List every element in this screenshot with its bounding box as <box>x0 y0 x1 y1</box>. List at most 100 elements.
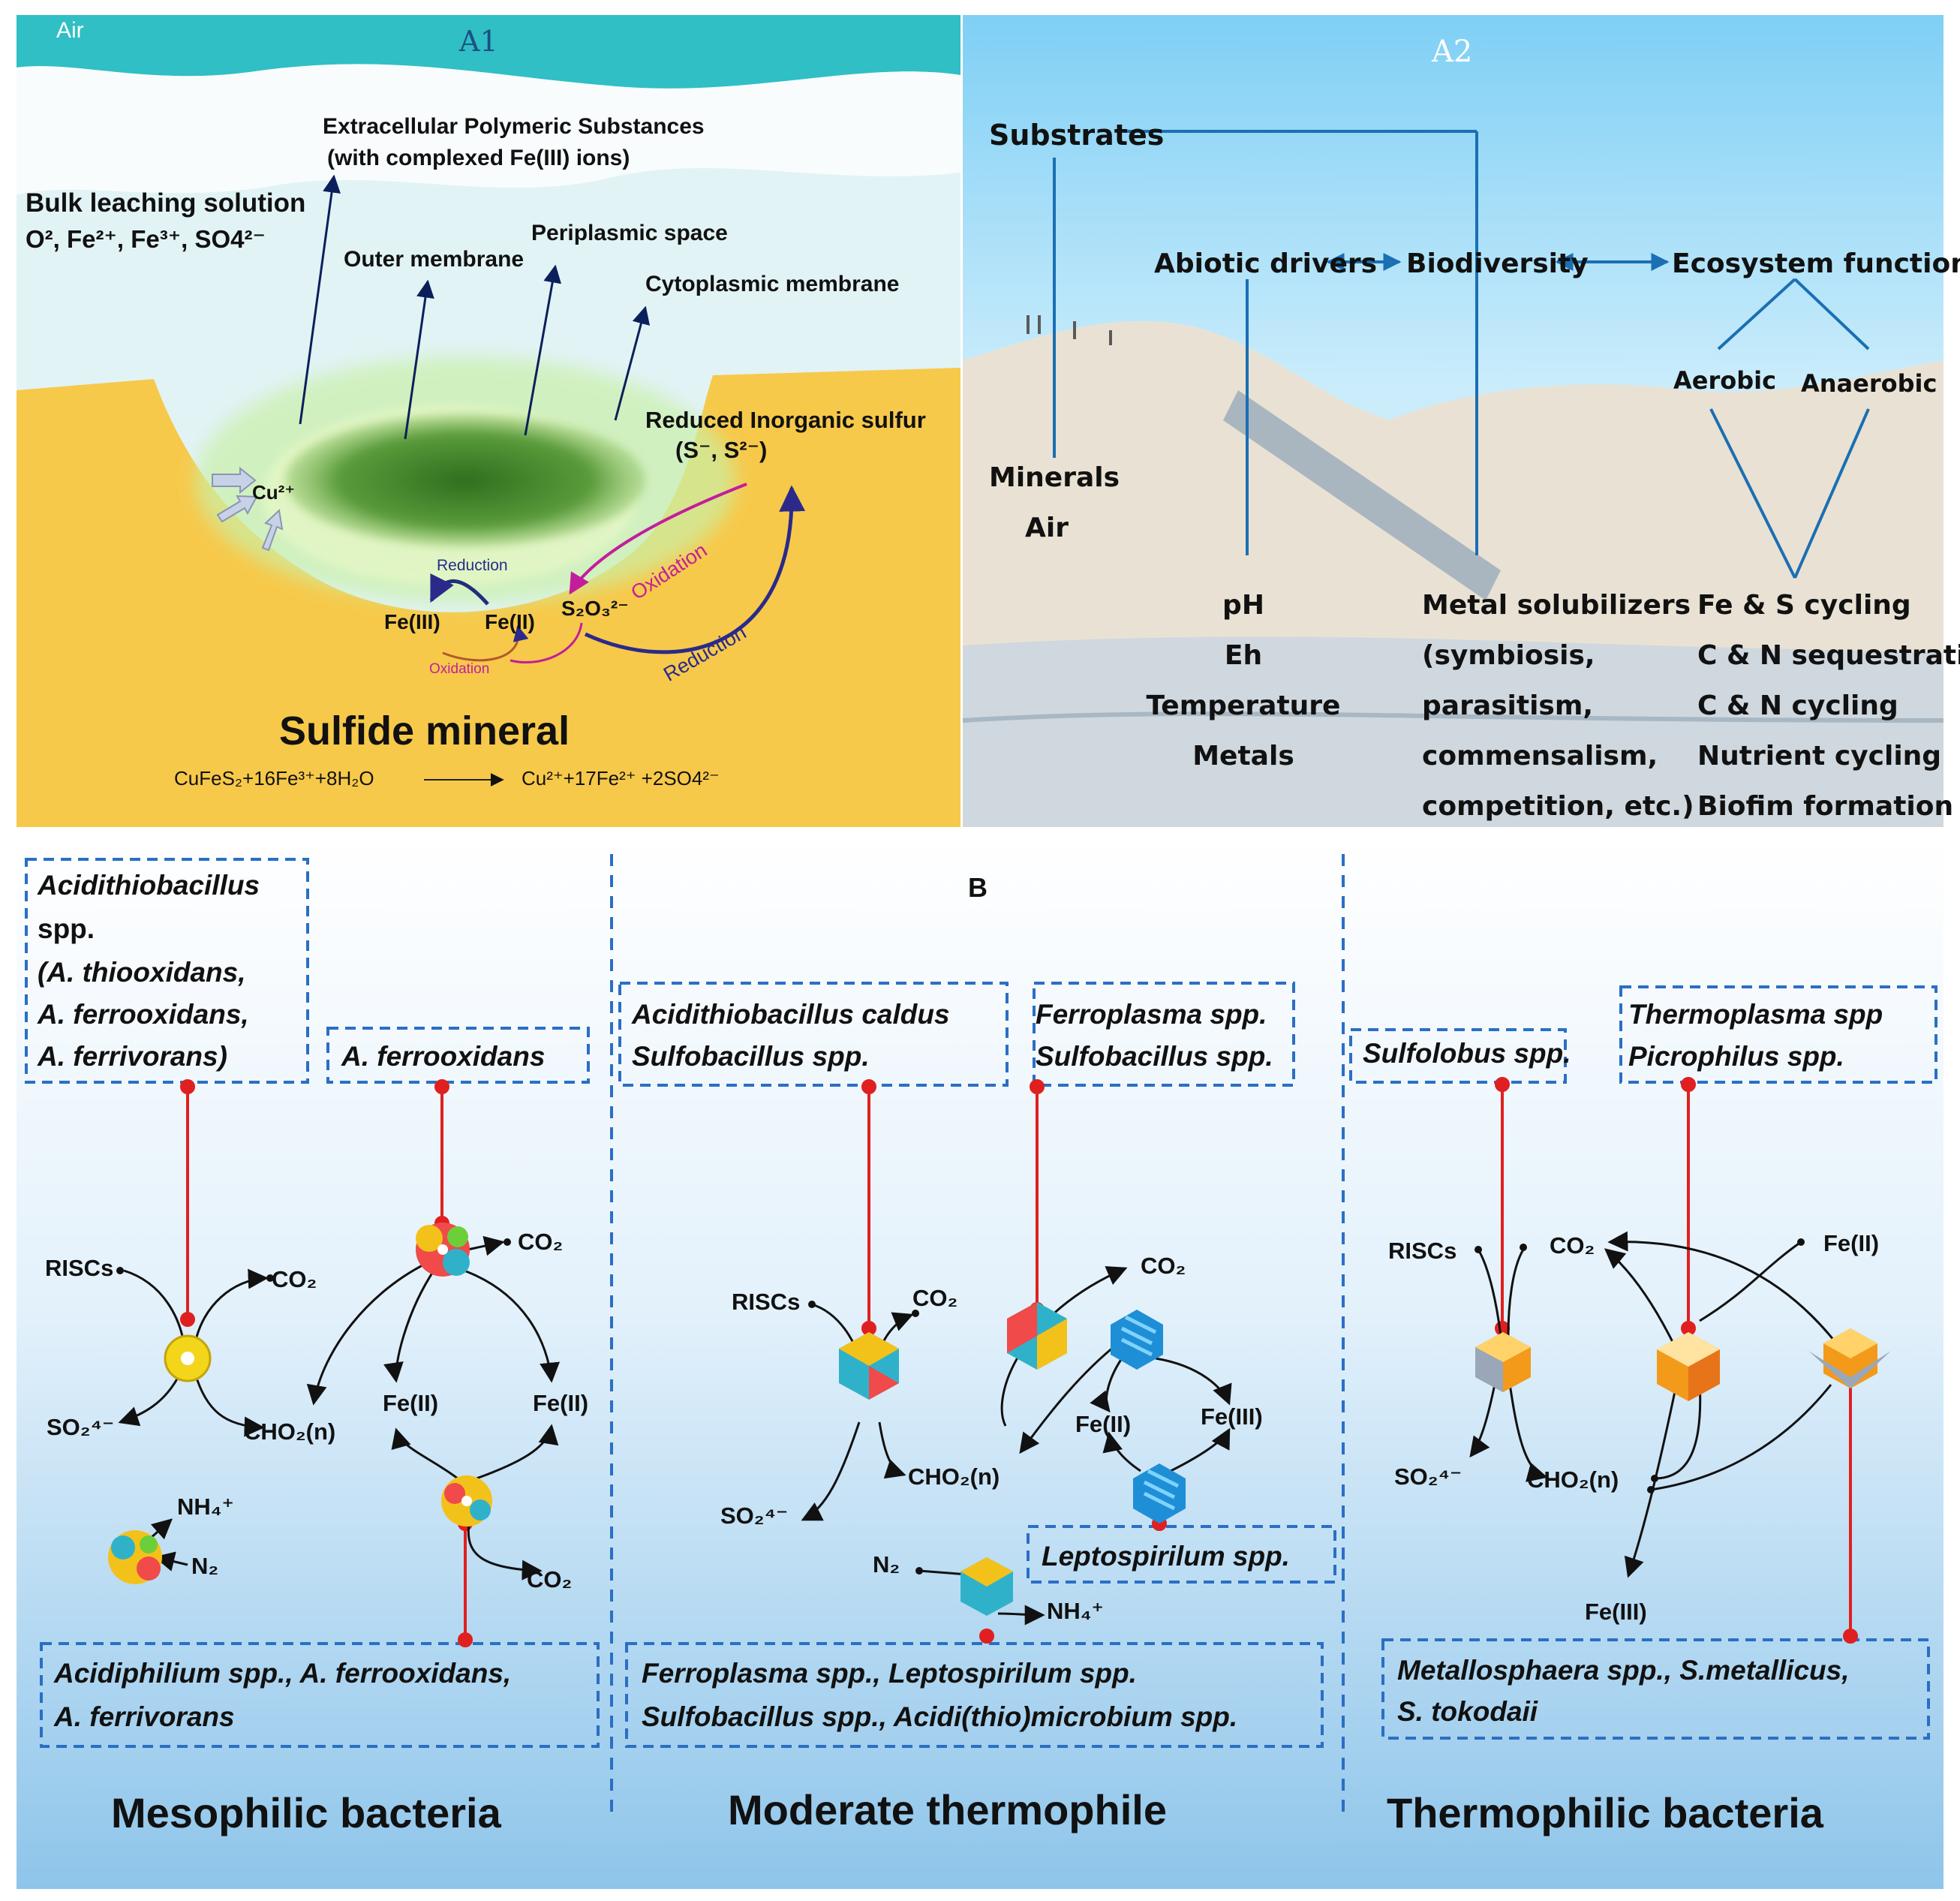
mod-box2-line: Sulfobacillus spp. <box>1036 1041 1273 1072</box>
meso-cho: CHO₂(n) <box>244 1418 335 1445</box>
leaching-solution-band <box>17 64 960 195</box>
prism-cell-icon <box>1808 1328 1891 1388</box>
spiral-cell-icon <box>1111 1310 1163 1370</box>
mineral-label: Sulfide mineral <box>279 708 570 753</box>
mod-risc: RISCs <box>732 1289 800 1315</box>
mod-co2: CO₂ <box>912 1285 957 1311</box>
ecosystem-item: Fe & S cycling <box>1697 590 1911 621</box>
mod-title: Moderate thermophile <box>728 1786 1167 1833</box>
a2-air-label: Air <box>1025 513 1069 543</box>
a1-label: A1 <box>458 25 498 58</box>
biodiversity-item: (symbiosis, <box>1422 640 1595 671</box>
meso-box1-line: Acidithiobacillus <box>37 870 260 901</box>
fe3-label: Fe(III) <box>384 610 440 633</box>
abiotic-item: pH <box>1222 590 1264 621</box>
workers <box>1027 315 1112 345</box>
thermo-fe3: Fe(III) <box>1585 1599 1647 1625</box>
equation-right: Cu²⁺+17Fe²⁺ +2SO4²⁻ <box>522 767 720 790</box>
meso-title: Mesophilic bacteria <box>111 1789 502 1836</box>
meso-box1-line: (A. thiooxidans, <box>38 957 246 988</box>
eps-label: Extracellular Polymeric Substances <box>323 114 705 139</box>
thermo-so4: SO₂⁴⁻ <box>1394 1463 1462 1490</box>
panel-a1: Air A1 Extracellular Polymeric Substance… <box>17 15 960 827</box>
aerobic-label: Aerobic <box>1673 366 1776 395</box>
thermo-box2-line: Picrophilus spp. <box>1628 1041 1844 1072</box>
meso-n2: N₂ <box>191 1553 218 1579</box>
cytoplasmic-label: Cytoplasmic membrane <box>645 272 899 296</box>
abiotic-label: Abiotic drivers <box>1154 248 1377 279</box>
cu-label: Cu²⁺ <box>252 481 295 504</box>
ecosystem-item: Biofim formation <box>1697 791 1953 822</box>
gear-cell-icon <box>164 1334 212 1382</box>
mod-nh4: NH₄⁺ <box>1047 1598 1104 1624</box>
mod-bottom-line: Sulfobacillus spp., Acidi(thio)microbium… <box>642 1701 1237 1732</box>
reactant-dots <box>116 1238 1805 1575</box>
biodiversity-item: parasitism, <box>1422 690 1593 721</box>
gear-cell-icon <box>441 1475 492 1527</box>
b-label: B <box>968 872 988 903</box>
meso-co2-b: CO₂ <box>518 1229 563 1255</box>
bulk-label: Bulk leaching solution <box>26 188 305 218</box>
equation-left: CuFeS₂+16Fe³⁺+8H₂O <box>174 767 374 790</box>
thermo-fe2: Fe(II) <box>1823 1230 1879 1256</box>
prism-cell-icon <box>1475 1332 1531 1392</box>
meso-box1-line: A. ferrooxidans, <box>37 999 249 1030</box>
mod-box1-line: Sulfobacillus spp. <box>632 1041 870 1072</box>
cube-cell-icon <box>1007 1302 1067 1370</box>
thermo-bottom-line: Metallosphaera spp., S.metallicus, <box>1397 1655 1849 1686</box>
mod-bottom-line: Ferroplasma spp., Leptospirilum spp. <box>642 1658 1137 1689</box>
minerals-label: Minerals <box>989 462 1120 493</box>
panel-b: B <box>17 835 1943 1889</box>
thermo-cho: CHO₂(n) <box>1527 1466 1619 1493</box>
biodiversity-item: competition, etc.) <box>1422 791 1694 822</box>
fe2-label: Fe(II) <box>485 610 535 633</box>
a2-label: A2 <box>1431 35 1472 69</box>
periplasmic-label: Periplasmic space <box>531 221 728 245</box>
spiral-cell-icon <box>1133 1463 1186 1524</box>
risc-label: Reduced Inorganic sulfur <box>645 407 926 433</box>
meso-nh4: NH₄⁺ <box>177 1493 234 1520</box>
anaerobic-label: Anaerobic <box>1801 369 1937 398</box>
meso-co2-c: CO₂ <box>527 1566 572 1593</box>
abiotic-item: Eh <box>1225 640 1262 671</box>
ecosystem-label: Ecosystem functions <box>1672 248 1960 279</box>
thermo-box2-line: Thermoplasma spp <box>1628 999 1883 1030</box>
meso-risc: RISCs <box>45 1255 113 1281</box>
oxidation-small-label: Oxidation <box>429 661 489 677</box>
substrates-label: Substrates <box>989 119 1164 152</box>
biodiversity-label: Biodiversity <box>1406 248 1589 279</box>
species-boxes <box>25 858 1937 1748</box>
meso-bottom-line: A. ferrivorans <box>53 1701 235 1732</box>
mod-box2-line: Ferroplasma spp. <box>1036 999 1267 1030</box>
biodiversity-item: Metal solubilizers <box>1422 590 1691 621</box>
meso-so4: SO₂⁴⁻ <box>47 1414 114 1440</box>
pond <box>963 636 1943 827</box>
a2-connectors <box>1053 130 1870 579</box>
mod-box1-line: Acidithiobacillus caldus <box>631 999 950 1030</box>
thermo-title: Thermophilic bacteria <box>1387 1789 1824 1836</box>
bacterial-cell <box>285 414 645 546</box>
meso-box1-line: spp. <box>38 913 95 944</box>
abiotic-item: Temperature <box>1147 690 1341 721</box>
biodiversity-item: commensalism, <box>1422 741 1658 772</box>
meso-co2: CO₂ <box>272 1266 317 1292</box>
meso-bottom-line: Acidiphilium spp., A. ferrooxidans, <box>53 1658 511 1689</box>
cube-cell-icon <box>839 1332 899 1400</box>
meso-fe2-left: Fe(II) <box>383 1390 438 1416</box>
risc-species: (S⁻, S²⁻) <box>675 437 767 463</box>
meso-fe2-right: Fe(II) <box>533 1390 588 1416</box>
thermo-co2: CO₂ <box>1550 1232 1595 1259</box>
mod-co2-b: CO₂ <box>1141 1253 1186 1279</box>
gear-cell-icon <box>416 1223 470 1277</box>
abiotic-item: Metals <box>1192 741 1294 772</box>
reduction-small-label: Reduction <box>437 557 508 574</box>
reaction-arrows <box>118 1231 1844 1626</box>
bulk-species: O², Fe²⁺, Fe³⁺, SO4²⁻ <box>26 225 266 253</box>
outer-membrane-label: Outer membrane <box>344 247 524 272</box>
mod-box3: Leptospirilum spp. <box>1042 1541 1290 1572</box>
meso-box2: A. ferrooxidans <box>341 1041 545 1072</box>
ecosystem-item: Nutrient cycling <box>1697 741 1941 772</box>
ecosystem-item: C & N sequestration <box>1697 640 1960 671</box>
ecosystem-item: C & N cycling <box>1697 690 1898 721</box>
panel-a2: A2 Substrates Abiotic drivers Biodiversi… <box>962 15 1960 828</box>
